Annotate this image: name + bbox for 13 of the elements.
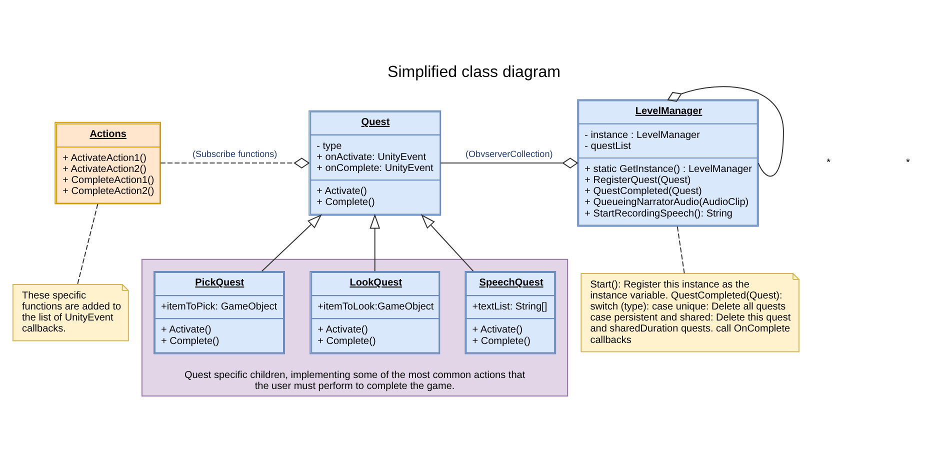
connector bbox=[676, 226, 685, 274]
label: * bbox=[906, 158, 910, 169]
arrow bbox=[262, 214, 322, 272]
connector bbox=[440, 158, 578, 168]
diagram-title: Simplified class diagram bbox=[387, 62, 561, 81]
connector bbox=[667, 86, 784, 177]
connector bbox=[160, 158, 310, 168]
arrow bbox=[370, 214, 380, 272]
label: * bbox=[826, 158, 831, 169]
edge-label: (ObvserverCollection) bbox=[466, 149, 553, 160]
connector bbox=[77, 204, 98, 284]
edge-label: (Subscribe functions) bbox=[192, 149, 278, 160]
arrow bbox=[420, 214, 474, 272]
